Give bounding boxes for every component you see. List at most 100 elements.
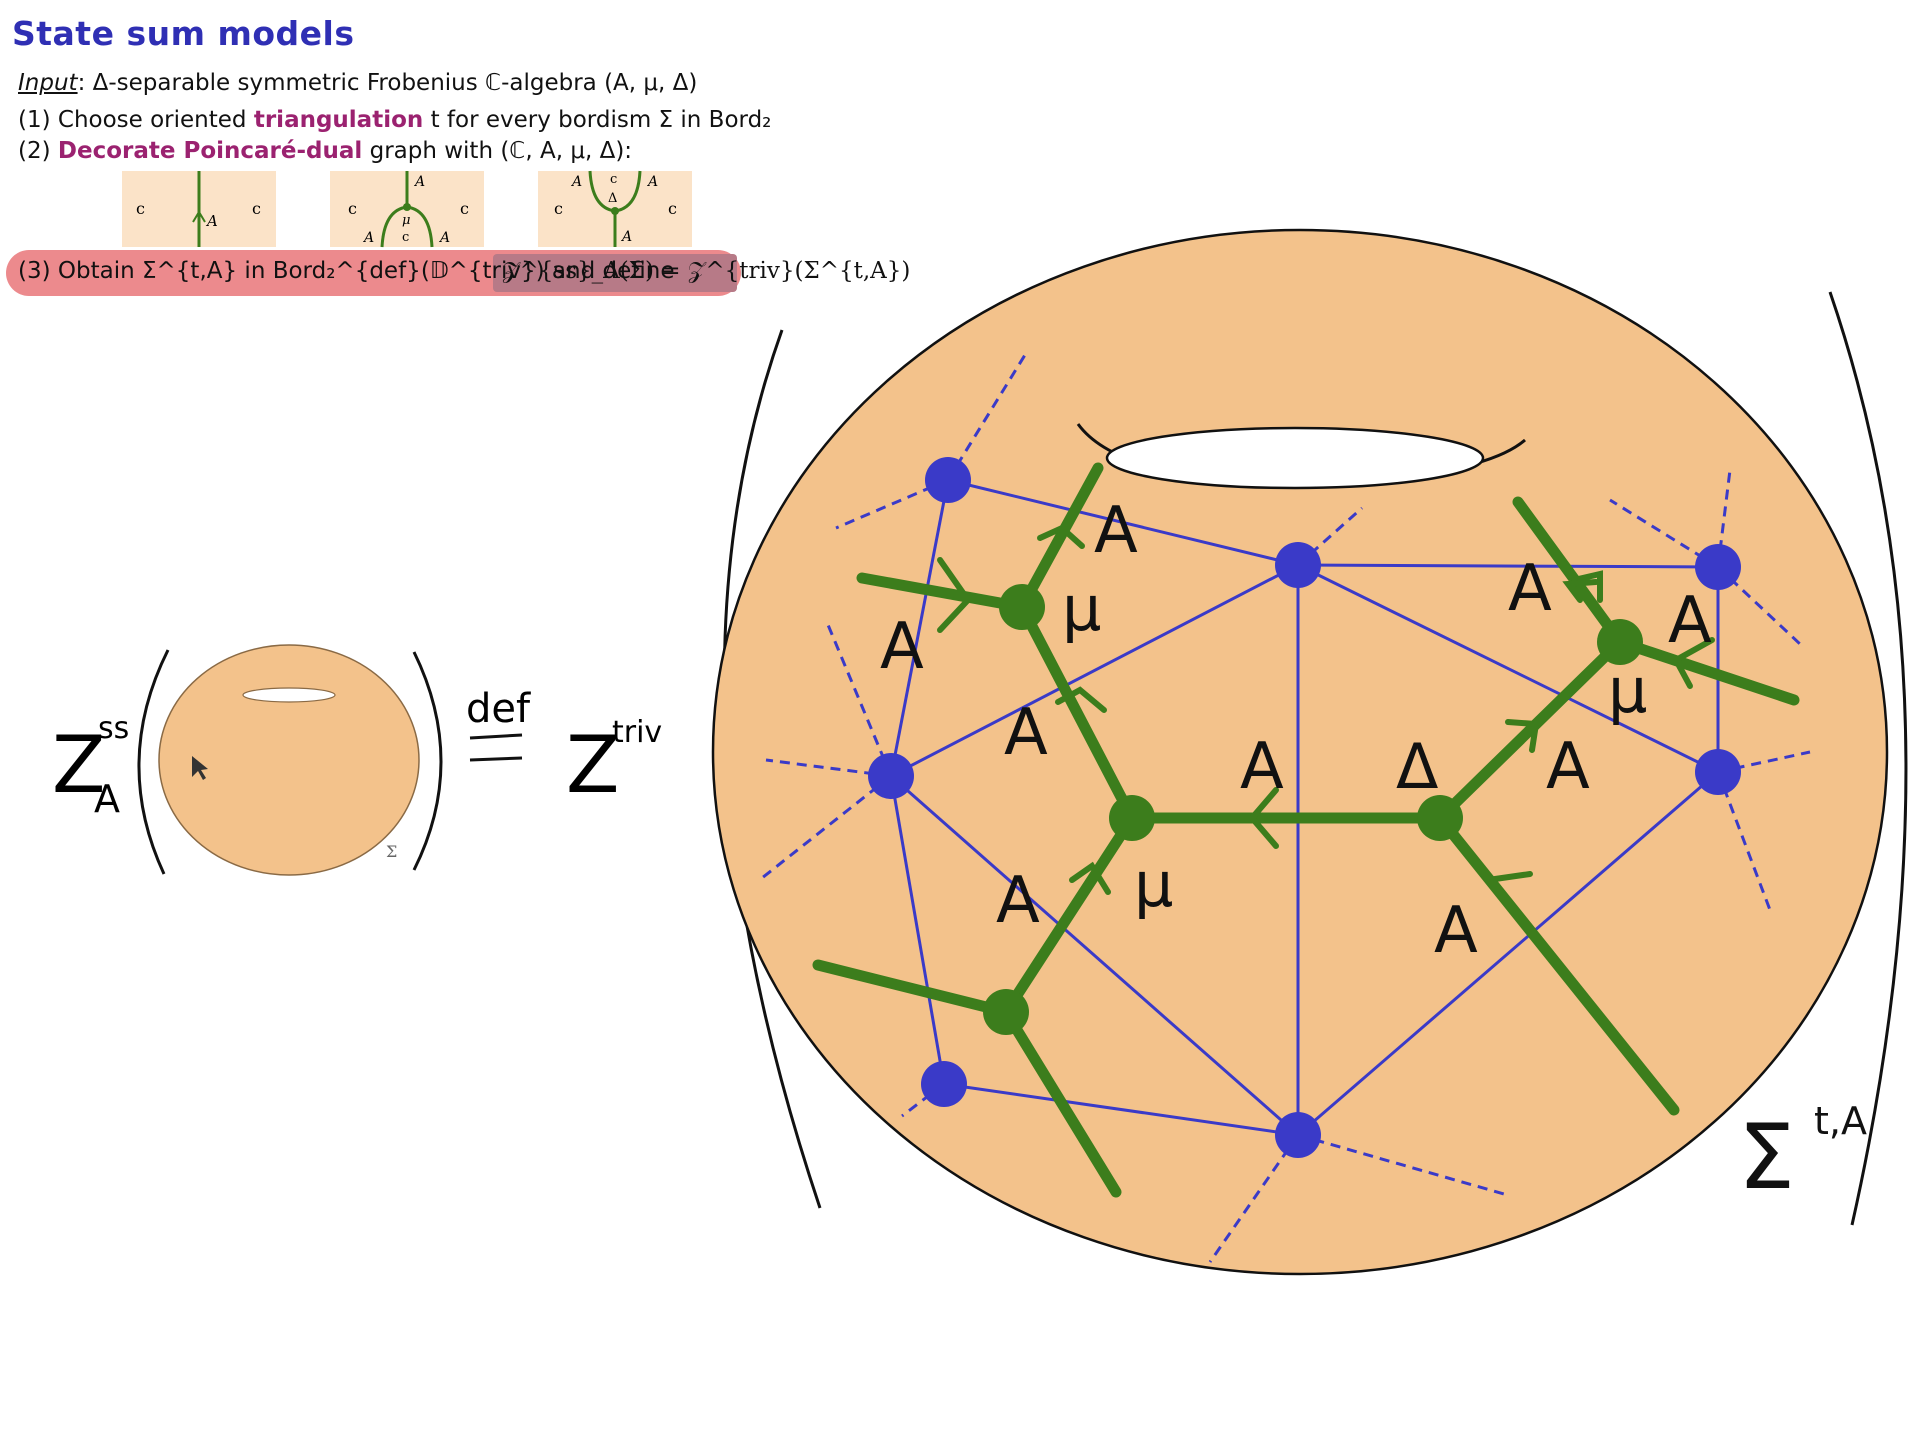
triangulation-dashed [761,349,1811,1263]
small-torus [158,644,420,876]
panel-delta-bottom-label: A [620,229,632,245]
tri-vertex [925,457,971,503]
dual-edge [1000,1006,1122,1198]
tri-dashed-edge [1716,771,1772,911]
step-3-formula: 𝒵^{ss}_A(Σ) = 𝒵^{triv}(Σ^{t,A}) [502,258,911,284]
dual-arrow-icon [1671,637,1715,689]
vertex-labels: μ μ μ Δ [1062,572,1647,921]
dual-edge [812,959,1012,1018]
panel-delta-right-label: c [668,199,677,218]
tri-vertex [868,753,914,799]
dual-arrow-icon [1037,524,1085,549]
panel-mu-drawing: c c A μ c A A [348,171,469,248]
tri-edge [1297,563,1719,774]
panel-delta-vertex [611,207,619,215]
panel-mu-top-label: A [413,174,425,190]
edge-label: A [880,610,924,684]
panel-mu-left-label: c [348,199,357,218]
step-2: (2) Decorate Poincaré-dual graph with (ℂ… [18,138,632,164]
big-right-paren [1828,291,1908,1226]
panel-edge-drawing: c c A [136,171,261,247]
tri-vertex [1695,544,1741,590]
panel-edge-arrow-icon [192,210,206,223]
step-3-text: (3) Obtain Σ^{t,A} in Bord₂^{def}(𝔻^{tri… [18,258,675,284]
tri-edge [890,774,1299,1137]
panel-mu-bottom-mid-label: c [402,230,409,245]
delta-vertex [1417,795,1463,841]
dual-arrow-icon [1477,867,1533,884]
left-paren-small [137,649,170,875]
edge-label: A [1668,584,1712,658]
panel-mu-bottom-right-label: A [438,230,450,246]
edge-labels: A A A A A A A A A [880,494,1712,968]
panel-mu-right-label: c [460,199,469,218]
panel-edge-label: A [205,212,218,230]
dual-edge [1016,601,1138,824]
panel-mu-bottom-left-label: A [362,230,374,246]
small-surface-label: Σ [386,842,397,861]
dual-edge [1434,636,1626,824]
equals-bottom-bar [469,756,523,762]
dual-graph [812,462,1800,1198]
mu-vertex [1109,795,1155,841]
panel-mu-vertex [403,203,411,211]
panel-delta-drawing: c c A c A Δ A [554,170,677,247]
edge-label: A [1240,730,1284,804]
step-2-suffix: graph with (ℂ, A, μ, Δ): [362,138,633,164]
tri-dashed-edge [1297,506,1363,567]
tri-edge [943,1082,1299,1137]
dual-arrow-icon [1562,579,1599,603]
tri-edge [947,478,1299,567]
tri-vertex [921,1061,967,1107]
dual-arrow-icon [937,557,972,633]
tri-edge [890,563,1299,778]
step-1-highlight: triangulation [253,107,424,133]
tri-edge [1297,563,1719,569]
sigma-superscript: t,A [1814,1099,1867,1143]
lhs-superscript: ss [98,711,129,746]
mu-label: μ [1062,572,1101,645]
panel-edge-left-label: c [136,199,145,218]
edge-label: A [1546,730,1590,804]
input-label: Input [18,70,78,96]
dual-edge [1512,496,1626,648]
panel-mu-center-label: μ [402,213,410,228]
mu-vertex [1597,619,1643,665]
dual-vertex [983,989,1029,1035]
triangulation-vertices [868,457,1741,1158]
rhs-z-symbol: Z [566,721,619,811]
lhs-subscript: A [94,777,120,821]
mu-vertex [999,584,1045,630]
input-text: : Δ-separable symmetric Frobenius ℂ-alge… [77,70,698,96]
dual-edge [1434,812,1680,1116]
panel-delta-left-label: c [554,199,563,218]
dual-edge [1016,462,1104,613]
equals-def-label: def [466,686,531,732]
mouse-cursor-icon [192,756,208,780]
dual-arrow-icon [1055,686,1107,713]
triangulation [889,478,1720,1137]
panel-delta-top-right-label: A [646,174,658,190]
tri-dashed-edge [761,774,892,880]
step-1-prefix: (1) Choose oriented [18,107,254,133]
dual-arrow-icon [1069,861,1111,895]
dual-arrow-icon [1571,570,1603,603]
tri-dashed-edge [946,349,1030,481]
small-torus-hole [242,687,336,703]
tri-edge [1297,770,1719,1137]
tri-dashed-edge [1208,1134,1300,1263]
tri-vertex [1275,1112,1321,1158]
mu-label: μ [1134,848,1173,921]
rhs-superscript: triv [612,715,662,750]
tri-dashed-edge [824,619,893,777]
step-1-suffix: t for every bordism Σ in Bord₂ [423,107,772,133]
tri-edge [889,775,946,1085]
sigma-label: Σ [1738,1105,1795,1210]
mu-label: μ [1608,654,1647,727]
input-line: Input: Δ-separable symmetric Frobenius ℂ… [18,70,697,96]
panel-delta-top-mid-label: c [610,172,617,187]
right-paren-small [412,651,443,871]
step-3-highlight-band [6,250,741,296]
equals-top-bar [469,733,523,740]
small-formula: Z ss A Σ def Z triv [52,644,662,876]
